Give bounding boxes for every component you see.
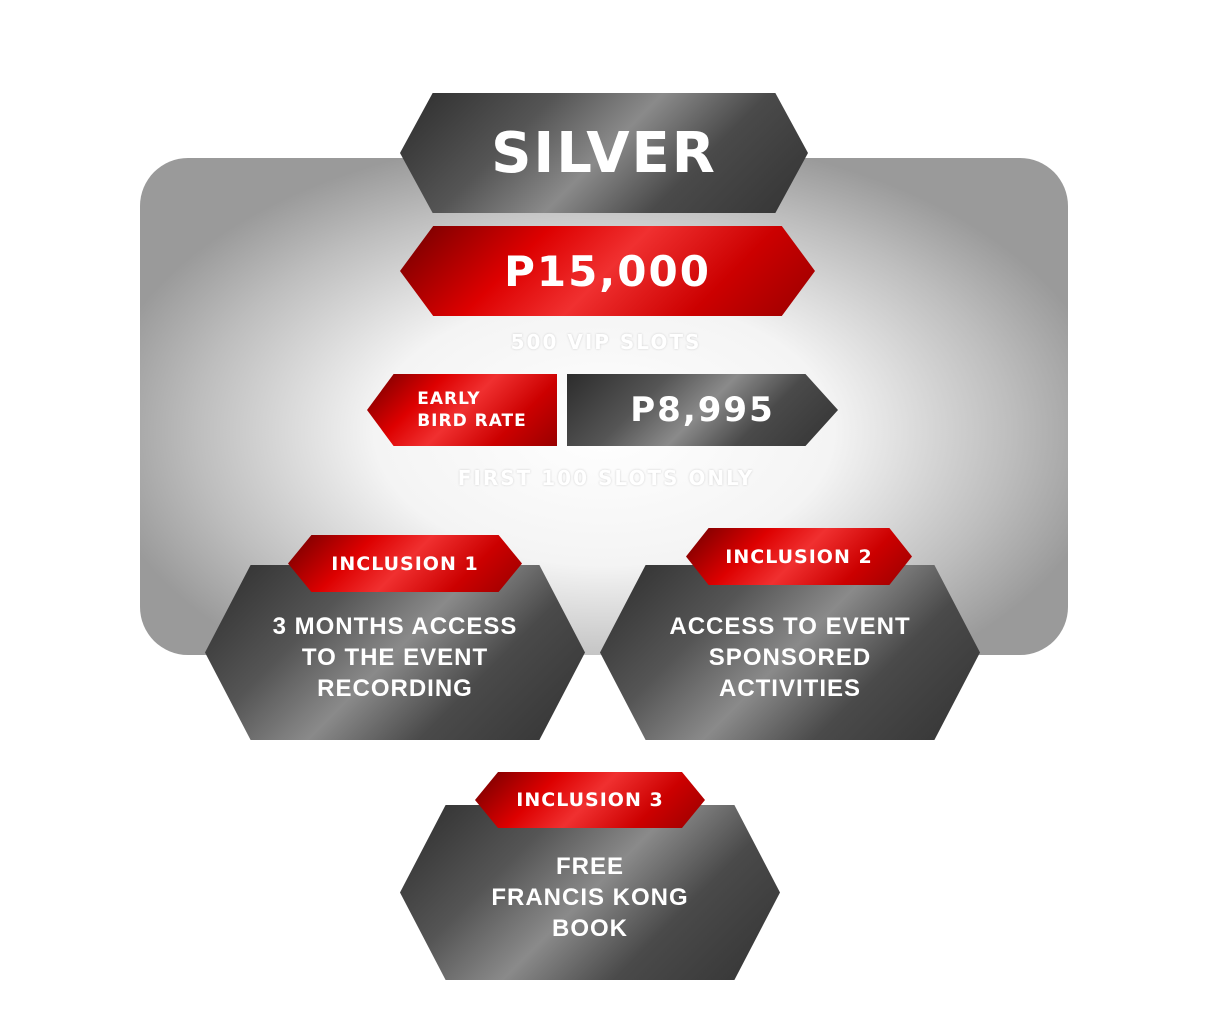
inclusion-2-line: ACCESS TO EVENT — [669, 613, 911, 640]
inclusion-card-3: FREE FRANCIS KONG BOOK — [400, 805, 780, 980]
inclusion-card-1: 3 MONTHS ACCESS TO THE EVENT RECORDING — [205, 565, 585, 740]
early-bird-note: FIRST 100 SLOTS ONLY — [457, 466, 755, 490]
price-badge: P15,000 — [400, 226, 815, 316]
inclusion-1-line: TO THE EVENT — [301, 644, 489, 671]
inclusion-tab-3: INCLUSION 3 — [475, 772, 705, 828]
early-bird-line1: EARLY — [417, 389, 481, 409]
inclusion-1-line: 3 MONTHS ACCESS — [272, 613, 518, 640]
early-bird-price: P8,995 — [567, 374, 838, 446]
inclusion-tab-2: INCLUSION 2 — [686, 528, 912, 585]
inclusion-card-2: ACCESS TO EVENT SPONSORED ACTIVITIES — [600, 565, 980, 740]
inclusion-3-line: BOOK — [552, 915, 628, 942]
inclusion-2-line: SPONSORED — [708, 644, 872, 671]
inclusion-1-line: RECORDING — [317, 675, 473, 702]
inclusion-2-line: ACTIVITIES — [718, 675, 861, 702]
vip-slots-text: 500 VIP SLOTS — [510, 330, 702, 354]
inclusion-tab-1: INCLUSION 1 — [288, 535, 522, 592]
inclusion-3-line: FRANCIS KONG — [491, 884, 689, 911]
tier-title: SILVER — [400, 93, 808, 213]
early-bird-line2: BIRD RATE — [417, 411, 527, 431]
inclusion-3-line: FREE — [555, 853, 624, 880]
